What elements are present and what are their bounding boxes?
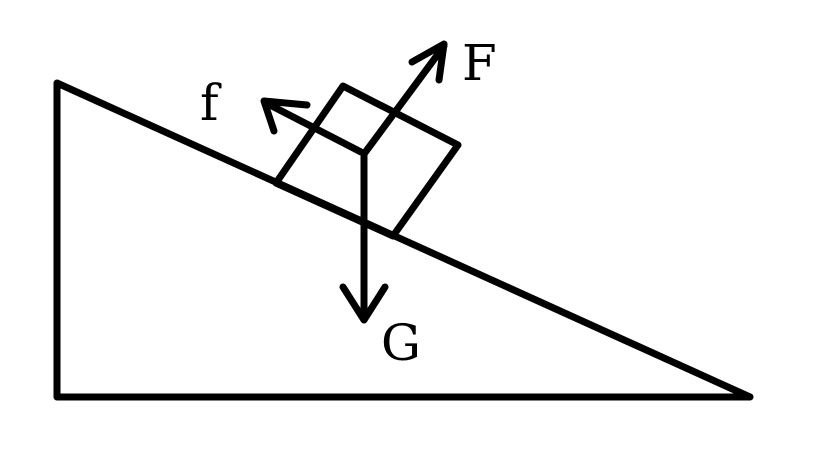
applied-force-label: F: [462, 34, 497, 92]
inclined-plane: [53, 79, 754, 401]
gravity-arrow-head: [339, 283, 389, 324]
friction-arrow-shaft: [264, 100, 365, 156]
applied-force-arrow-shaft: [360, 42, 448, 158]
gravity-label: G: [381, 314, 421, 372]
friction-label: f: [200, 74, 222, 132]
friction-arrow: [260, 97, 365, 156]
friction-arrow-head: [260, 97, 311, 135]
block: [272, 82, 462, 240]
gravity-arrow: [339, 150, 389, 324]
applied-force-arrow: [360, 40, 448, 158]
applied-force-arrow-head: [408, 40, 448, 84]
